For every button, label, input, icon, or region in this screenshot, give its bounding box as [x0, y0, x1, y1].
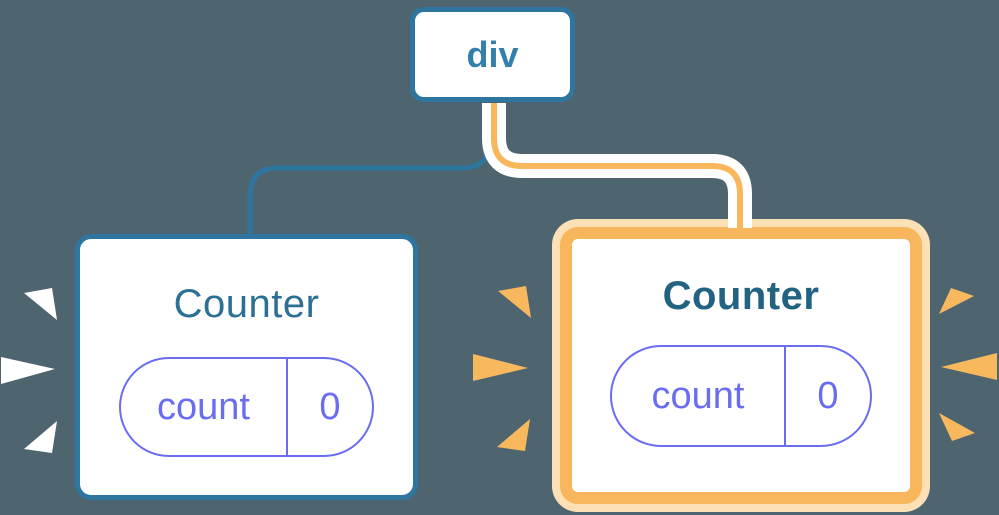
counter-title: Counter	[173, 282, 320, 326]
state-pill: count 0	[119, 357, 374, 457]
counter-node-left: Counter count 0	[75, 234, 418, 500]
spark-ray	[1, 357, 55, 384]
spark-ray	[473, 354, 528, 381]
state-key: count	[121, 359, 288, 455]
spark-ray	[941, 353, 997, 380]
connector-right-core	[491, 103, 743, 234]
counter-node-right: Counter count 0	[552, 219, 930, 512]
state-key: count	[612, 347, 786, 445]
spark-ray	[497, 419, 530, 451]
spark-burst-orange-right-icon	[939, 288, 997, 441]
spark-burst-white-icon	[1, 288, 57, 453]
counter-node-right-card: Counter count 0	[560, 227, 922, 504]
spark-ray	[939, 288, 974, 314]
root-node: div	[410, 7, 575, 102]
spark-ray	[939, 413, 975, 441]
state-pill: count 0	[610, 345, 872, 447]
spark-burst-orange-left-icon	[473, 286, 531, 451]
state-value: 0	[817, 374, 839, 417]
root-node-label: div	[466, 33, 519, 75]
spark-ray	[24, 421, 57, 453]
state-value: 0	[319, 385, 341, 428]
counter-title: Counter	[662, 274, 820, 318]
spark-ray	[24, 288, 57, 320]
spark-ray	[498, 286, 531, 318]
connector-right-casing	[482, 103, 752, 228]
connector-left-blue	[247, 103, 493, 239]
